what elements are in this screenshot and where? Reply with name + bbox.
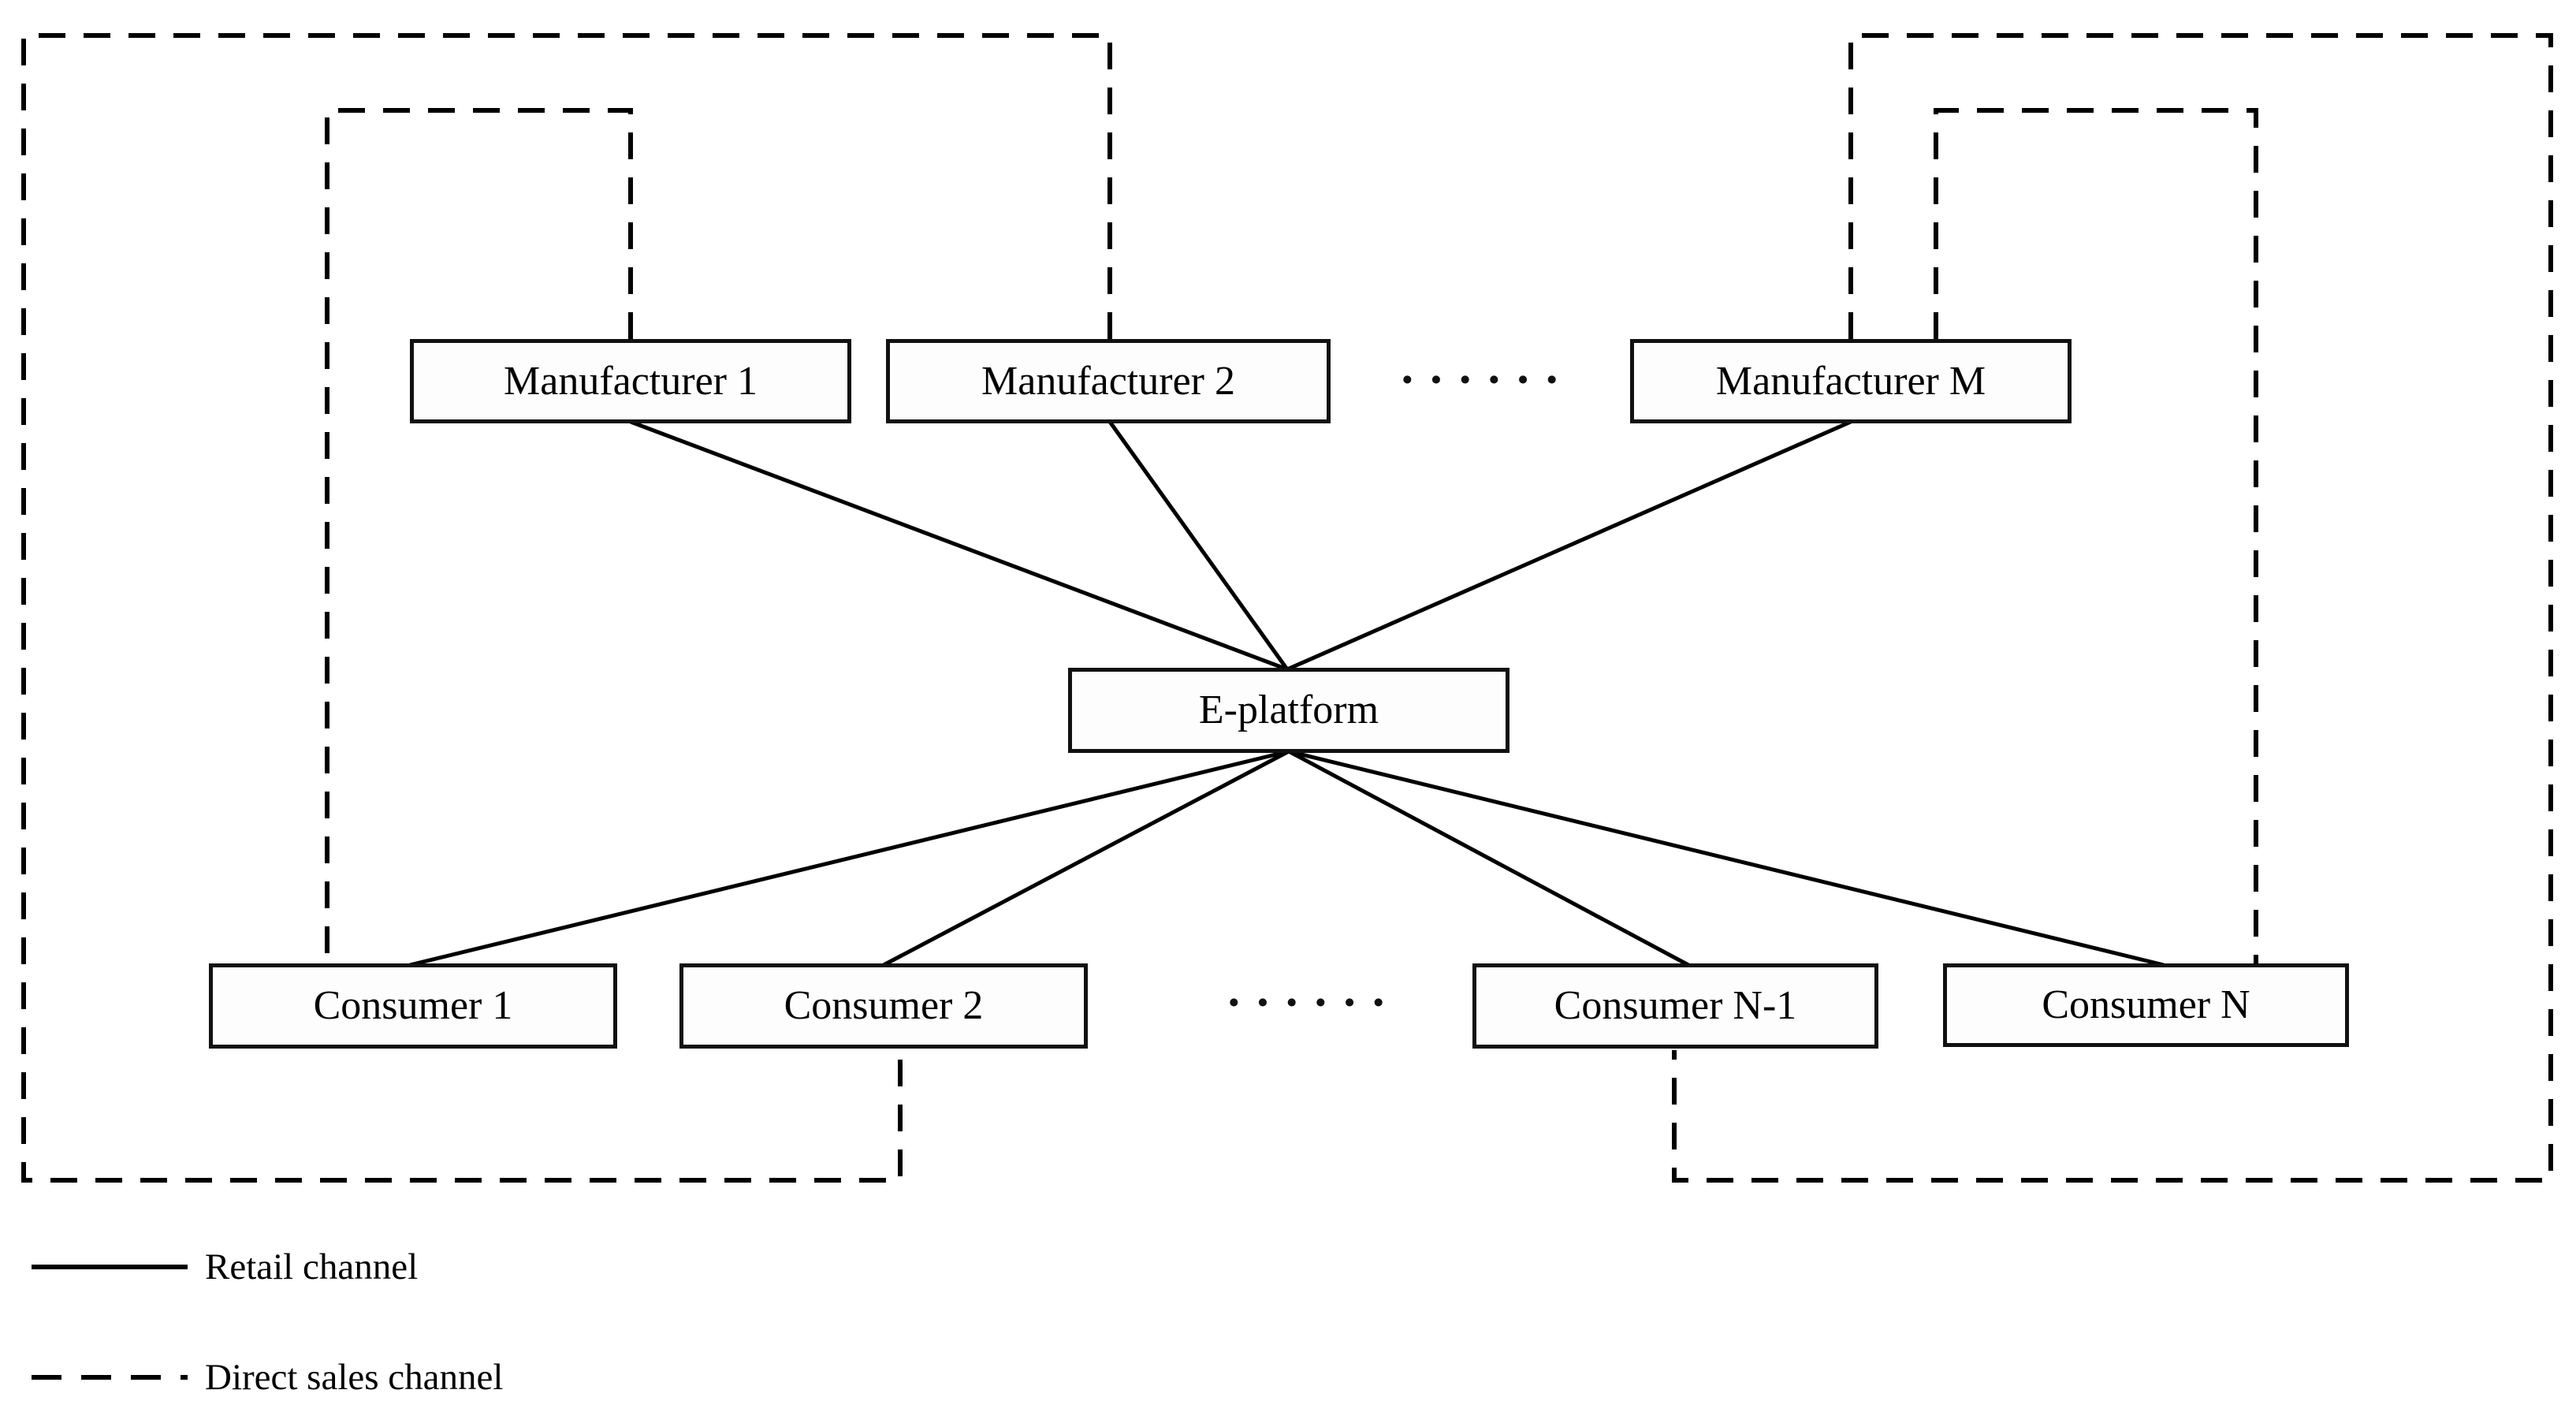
retail-link-manufacturer1-platform [630, 419, 1288, 672]
node-consumer-1: Consumer 1 [209, 963, 617, 1049]
node-label-consumer-2: Consumer 2 [784, 983, 984, 1028]
node-label-manufacturer-2: Manufacturer 2 [981, 358, 1235, 404]
manufacturer-ellipsis-dots: ······ [1399, 353, 1573, 407]
node-manufacturer-2: Manufacturer 2 [886, 339, 1331, 423]
direct-sales-channel-paths [21, 33, 2553, 1183]
node-label-consumer-N: Consumer N [2042, 982, 2250, 1027]
node-manufacturer-1: Manufacturer 1 [410, 339, 851, 423]
node-consumer-N-1: Consumer N-1 [1472, 963, 1878, 1049]
retail-link-platform-consumer1 [409, 749, 1290, 967]
node-label-consumer-1: Consumer 1 [313, 983, 513, 1028]
legend-label-direct-sales-channel: Direct sales channel [205, 1356, 504, 1398]
retail-link-manufacturer2-platform [1107, 420, 1290, 671]
direct-link-manufacturer1-consumer1 [325, 108, 633, 963]
node-label-consumer-N-1: Consumer N-1 [1554, 983, 1797, 1028]
node-consumer-2: Consumer 2 [679, 963, 1088, 1049]
direct-link-manufacturer2-consumer2 [21, 33, 1112, 1183]
solid-line-sample [32, 1265, 188, 1269]
direct-link-manufacturerM-consumerN1 [1672, 33, 2553, 1183]
legend-row-retail-channel: Retail channel [32, 1243, 418, 1291]
consumer-ellipsis-dots: ······ [1226, 976, 1400, 1030]
legend-label-retail-channel: Retail channel [205, 1246, 419, 1287]
retail-channel-lines [409, 419, 2165, 967]
node-label-manufacturer-1: Manufacturer 1 [504, 358, 758, 404]
node-consumer-N: Consumer N [1943, 963, 2349, 1047]
node-manufacturer-M: Manufacturer M [1630, 339, 2072, 423]
legend-row-direct-sales-channel: Direct sales channel [32, 1353, 503, 1402]
node-e-platform: E-platform [1068, 668, 1509, 753]
retail-link-platform-consumerN1 [1287, 749, 1690, 967]
node-label-e-platform: E-platform [1198, 687, 1379, 732]
retail-link-manufacturerM-platform [1286, 419, 1852, 672]
retail-link-platform-consumer2 [882, 749, 1290, 967]
retail-link-platform-consumerN [1288, 749, 2165, 967]
node-label-manufacturer-M: Manufacturer M [1715, 358, 1986, 404]
direct-link-manufacturerM-consumerN [1934, 108, 2258, 963]
dashed-line-sample [32, 1375, 188, 1380]
